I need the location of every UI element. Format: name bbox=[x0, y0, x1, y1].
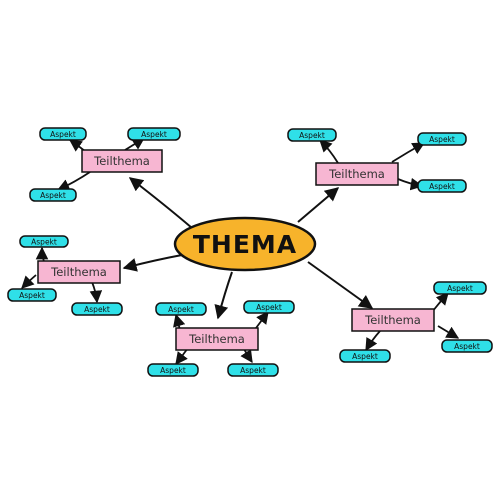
subtopic-2: Teilthema bbox=[315, 162, 399, 186]
aspect-box bbox=[29, 188, 77, 202]
aspect-box bbox=[287, 128, 337, 142]
aspect-label: Aspekt bbox=[31, 238, 57, 247]
aspect-label: Aspekt bbox=[429, 182, 455, 191]
subtopic-label: Teilthema bbox=[50, 265, 107, 279]
aspect-box bbox=[243, 300, 295, 314]
aspect-label: Aspekt bbox=[160, 366, 186, 375]
aspect-label: Aspekt bbox=[19, 291, 45, 300]
aspect-label: Aspekt bbox=[141, 130, 167, 139]
subtopic-4: Teilthema bbox=[175, 327, 259, 351]
connector-subtopic-4-aspect-2 bbox=[255, 310, 269, 329]
connector-center-to-subtopic-2 bbox=[297, 187, 340, 223]
connector-subtopic-3-aspect-1 bbox=[35, 246, 49, 263]
center-ellipse bbox=[173, 216, 317, 272]
center-connectors bbox=[122, 177, 374, 320]
aspect-label: Aspekt bbox=[299, 131, 325, 140]
subtopic-box bbox=[175, 327, 259, 351]
aspect-2-1: Aspekt bbox=[287, 128, 337, 142]
aspect-4-1: Aspekt bbox=[155, 302, 207, 316]
aspect-5-1: Aspekt bbox=[433, 281, 487, 295]
aspect-box bbox=[7, 288, 57, 302]
connector-center-to-subtopic-1 bbox=[128, 177, 193, 229]
aspect-label: Aspekt bbox=[447, 284, 473, 293]
aspect-label: Aspekt bbox=[454, 342, 480, 351]
aspect-3-2: Aspekt bbox=[7, 288, 57, 302]
center-label: THEMA bbox=[193, 230, 297, 259]
aspect-box bbox=[39, 127, 87, 141]
aspect-3-3: Aspekt bbox=[71, 302, 123, 316]
connector-center-to-subtopic-3 bbox=[122, 254, 183, 272]
aspect-2-3: Aspekt bbox=[417, 179, 467, 193]
connector-subtopic-1-aspect-3 bbox=[56, 171, 91, 191]
connector-subtopic-3-aspect-3 bbox=[89, 281, 103, 304]
subtopic-label: Teilthema bbox=[364, 313, 421, 327]
aspect-1-3: Aspekt bbox=[29, 188, 77, 202]
aspect-label: Aspekt bbox=[256, 303, 282, 312]
aspect-box bbox=[19, 235, 69, 248]
subtopic-label: Teilthema bbox=[328, 167, 385, 181]
center-node: THEMA bbox=[173, 216, 317, 272]
aspect-box bbox=[417, 132, 467, 146]
subtopic-1: Teilthema bbox=[81, 149, 163, 173]
connector-subtopic-2-aspect-1 bbox=[319, 139, 339, 164]
connector-center-to-subtopic-4 bbox=[214, 271, 233, 320]
aspect-2-2: Aspekt bbox=[417, 132, 467, 146]
aspect-label: Aspekt bbox=[50, 130, 76, 139]
aspect-label: Aspekt bbox=[352, 352, 378, 361]
aspect-4-2: Aspekt bbox=[243, 300, 295, 314]
aspect-box bbox=[417, 179, 467, 193]
aspect-1-1: Aspekt bbox=[39, 127, 87, 141]
connector-center-to-subtopic-5 bbox=[307, 261, 374, 309]
aspect-5-2: Aspekt bbox=[441, 339, 493, 353]
aspect-box bbox=[433, 281, 487, 295]
subtopic-box bbox=[351, 308, 435, 332]
aspect-box bbox=[71, 302, 123, 316]
subtopic-3: Teilthema bbox=[37, 260, 121, 284]
subtopic-box bbox=[81, 149, 163, 173]
aspect-label: Aspekt bbox=[84, 305, 110, 314]
aspect-box bbox=[227, 363, 279, 377]
aspect-label: Aspekt bbox=[240, 366, 266, 375]
aspect-3-1: Aspekt bbox=[19, 235, 69, 248]
subtopic-label: Teilthema bbox=[93, 154, 150, 168]
aspect-label: Aspekt bbox=[429, 135, 455, 144]
subtopic-5: Teilthema bbox=[351, 308, 435, 332]
aspect-box bbox=[147, 363, 199, 377]
connector-subtopic-4-aspect-4 bbox=[240, 348, 253, 364]
connector-subtopic-5-aspect-3 bbox=[365, 330, 381, 352]
aspect-box bbox=[441, 339, 493, 353]
subtopic-box bbox=[315, 162, 399, 186]
aspect-5-3: Aspekt bbox=[339, 349, 391, 363]
connector-subtopic-3-aspect-2 bbox=[21, 274, 37, 289]
aspect-box bbox=[339, 349, 391, 363]
subtopic-label: Teilthema bbox=[188, 332, 245, 346]
aspect-4-3: Aspekt bbox=[147, 363, 199, 377]
subtopic-box bbox=[37, 260, 121, 284]
connector-subtopic-2-aspect-2 bbox=[391, 142, 426, 163]
connector-subtopic-5-aspect-2 bbox=[437, 325, 460, 339]
aspect-label: Aspekt bbox=[168, 305, 194, 314]
aspect-box bbox=[127, 127, 181, 141]
aspect-label: Aspekt bbox=[40, 191, 66, 200]
aspect-1-2: Aspekt bbox=[127, 127, 181, 141]
aspect-4-4: Aspekt bbox=[227, 363, 279, 377]
aspect-box bbox=[155, 302, 207, 316]
